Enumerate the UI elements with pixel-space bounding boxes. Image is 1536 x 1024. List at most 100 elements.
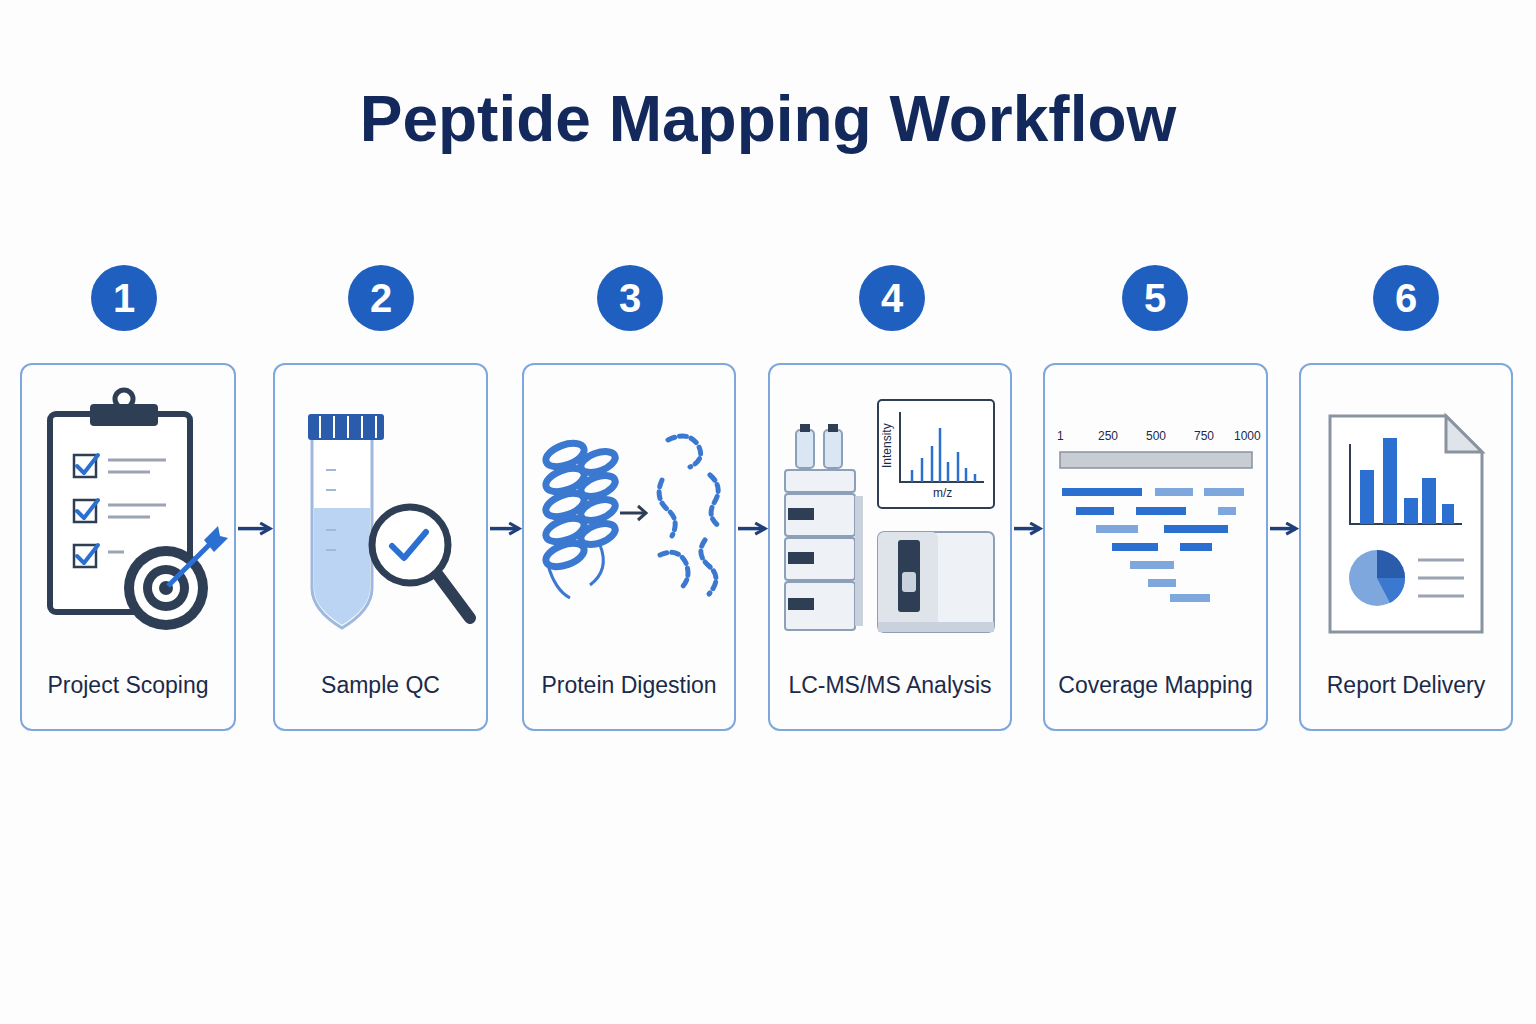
digest-arrow (620, 506, 646, 520)
step-number-circle: 4 (859, 265, 925, 331)
clipboard-icon (108, 459, 166, 462)
step-label: Report Delivery (1327, 672, 1486, 699)
clipboard-icon (108, 516, 150, 519)
axis-label: m/z (933, 486, 952, 500)
step-number-circle: 6 (1373, 265, 1439, 331)
sample-tube-icon (326, 469, 336, 471)
report-document-icon (1446, 416, 1482, 452)
sample-tube-icon (333, 416, 335, 438)
mass-spectrometer-icon (898, 540, 920, 612)
sample-tube-icon (314, 508, 370, 625)
lc-stack-icon (796, 430, 814, 468)
clipboard-icon (50, 390, 190, 612)
clipboard-icon (108, 551, 124, 554)
step-box: Report Delivery (1299, 363, 1513, 731)
sample-tube-icon (361, 416, 363, 438)
magnifier-icon (372, 507, 470, 618)
tick-label: 1 (1057, 429, 1064, 443)
coverage-map (1180, 543, 1212, 551)
coverage-map (1062, 488, 1244, 602)
report-document-icon (1377, 578, 1405, 603)
tick-label: 750 (1194, 429, 1214, 443)
spectrum-plot (912, 428, 975, 482)
clipboard-icon (77, 500, 98, 518)
report-document-icon (1350, 444, 1462, 524)
spectrum-plot (911, 470, 914, 482)
step-box: Project Scoping (20, 363, 236, 731)
spectrum-plot (939, 428, 942, 482)
lc-stack-icon (785, 494, 855, 536)
coverage-map (1060, 452, 1252, 602)
coverage-map (1130, 561, 1174, 569)
report-document-icon (1349, 550, 1405, 606)
step-number: 6 (1395, 276, 1417, 321)
sample-tube-icon (312, 438, 372, 628)
spectrum-plot (878, 400, 994, 508)
coverage-map (1060, 452, 1252, 468)
step-number-circle: 5 (1122, 265, 1188, 331)
report-document-icon (1418, 595, 1464, 598)
magnifier-icon (438, 575, 470, 618)
coverage-map (1112, 543, 1158, 551)
report-document-icon (1377, 550, 1405, 578)
step-label: Protein Digestion (541, 672, 716, 699)
step-number: 1 (113, 276, 135, 321)
diagram-title: Peptide Mapping Workflow (0, 82, 1536, 156)
axis-label: Intensity (880, 423, 894, 468)
clipboard-icon (108, 504, 166, 507)
coverage-map (1170, 594, 1210, 602)
report-document-icon (1418, 577, 1464, 580)
peptide-fragments-icon (710, 475, 720, 527)
report-document-icon (1422, 478, 1436, 524)
peptide-fragments-icon (660, 552, 688, 589)
lc-stack-icon (828, 424, 838, 432)
tick-label: 1000 (1234, 429, 1261, 443)
step-number: 3 (619, 276, 641, 321)
clipboard-icon (77, 545, 98, 563)
coverage-map (1062, 488, 1142, 496)
step-number: 4 (881, 276, 903, 321)
mass-spectrometer-icon (878, 532, 994, 632)
sample-tube-icon (319, 416, 321, 438)
tick-label: 250 (1098, 429, 1118, 443)
step-label: Project Scoping (47, 672, 208, 699)
step-number-circle: 1 (91, 265, 157, 331)
target-icon (204, 526, 228, 552)
digest-arrow (638, 506, 646, 520)
coverage-map (1218, 507, 1236, 515)
report-document-icon (1418, 559, 1464, 562)
step-label: LC-MS/MS Analysis (788, 672, 991, 699)
protein-helix-icon (578, 447, 618, 476)
sample-tube-icon (347, 416, 349, 438)
step-number: 2 (370, 276, 392, 321)
lc-stack-icon (824, 430, 842, 468)
lc-stack-icon (785, 538, 855, 580)
spectrum-plot (947, 462, 950, 482)
sample-tube-icon (326, 549, 336, 551)
target-icon (124, 526, 228, 630)
sample-tube-icon (326, 529, 336, 531)
lc-stack-icon (788, 508, 814, 520)
lc-stack-icon (855, 496, 863, 626)
protein-helix-icon (578, 519, 618, 548)
spectrum-plot (878, 400, 994, 508)
clipboard-icon (108, 471, 150, 474)
report-document-icon (1418, 560, 1464, 596)
coverage-map (1204, 488, 1244, 496)
step-box: Coverage Mapping (1043, 363, 1268, 731)
sample-tube-icon (375, 416, 377, 438)
step-number-circle: 2 (348, 265, 414, 331)
flow-arrow (738, 527, 765, 531)
flow-arrow (1014, 527, 1040, 531)
spectrum-plot (965, 468, 968, 482)
peptide-fragments-icon (659, 436, 720, 594)
lc-stack-icon (785, 424, 863, 630)
coverage-map (1076, 507, 1114, 515)
tick-label: 500 (1146, 429, 1166, 443)
coverage-map (1096, 525, 1138, 533)
protein-helix-icon (578, 495, 618, 524)
flow-arrow (1270, 527, 1296, 531)
mass-spectrometer-icon (878, 622, 994, 632)
mass-spectrometer-icon (902, 572, 916, 592)
